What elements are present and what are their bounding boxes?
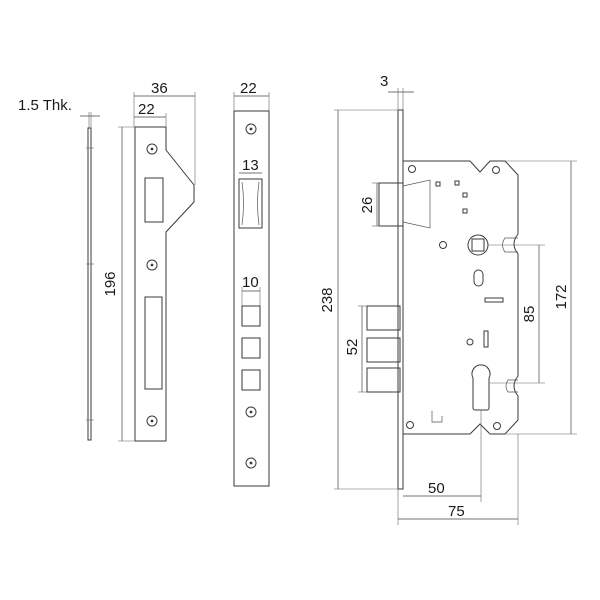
bolt-span-label: 52 [344,339,361,356]
case-depth-label: 75 [448,503,465,520]
case-screw-hole-bottom-left [406,421,414,429]
overall-height-label: 238 [319,287,336,312]
faceplate-front-view: 22 13 10 [233,80,270,487]
plate-thickness-label: 1.5 Thk. [18,97,72,114]
case-oval-slot [473,269,484,287]
strike-inner-label: 22 [138,101,155,118]
latch-bolt [378,182,404,227]
lock-case [402,160,519,435]
plate-edge [87,127,92,441]
latch-slot-label: 13 [242,157,259,174]
case-height-label: 172 [553,284,570,309]
strike-height-label: 196 [102,271,119,296]
case-screw-hole-bottom-right [493,422,501,430]
faceplate-outline [233,110,270,487]
faceplate-bolt-slot-3 [241,369,261,391]
case-screw-hole-mid-left [439,241,447,249]
cylinder-cutout [471,364,491,411]
faceplate-bolt-slot-1 [241,305,261,327]
front-offset-label: 3 [380,73,388,90]
lock-front-plate [397,109,404,490]
strike-plate: 36 22 196 [102,80,196,442]
faceplate-width-label: 22 [240,80,257,97]
strike-plate-outline [134,126,195,442]
deadbolt-throw-2 [366,337,401,363]
bolt-slot-label: 10 [242,274,259,291]
plate-side-view: 1.5 Thk. [18,97,100,441]
backset-label: 50 [428,480,445,497]
latch-height-label: 26 [359,197,376,214]
case-screw-hole-top-left [408,165,416,173]
faceplate-latch-slot [238,178,263,229]
spindle-follower [467,234,489,256]
strike-bolt-opening [144,296,163,390]
case-small-slot [484,297,504,303]
lock-body: 3 238 26 52 85 172 50 75 [319,73,577,525]
strike-latch-opening [144,177,164,223]
deadbolt-throw-1 [366,305,401,331]
deadbolt-throw-3 [366,367,401,393]
faceplate-bolt-slot-2 [241,337,261,359]
center-distance-label: 85 [521,306,538,323]
case-screw-hole-top-right [492,166,500,174]
strike-width-label: 36 [151,80,168,97]
